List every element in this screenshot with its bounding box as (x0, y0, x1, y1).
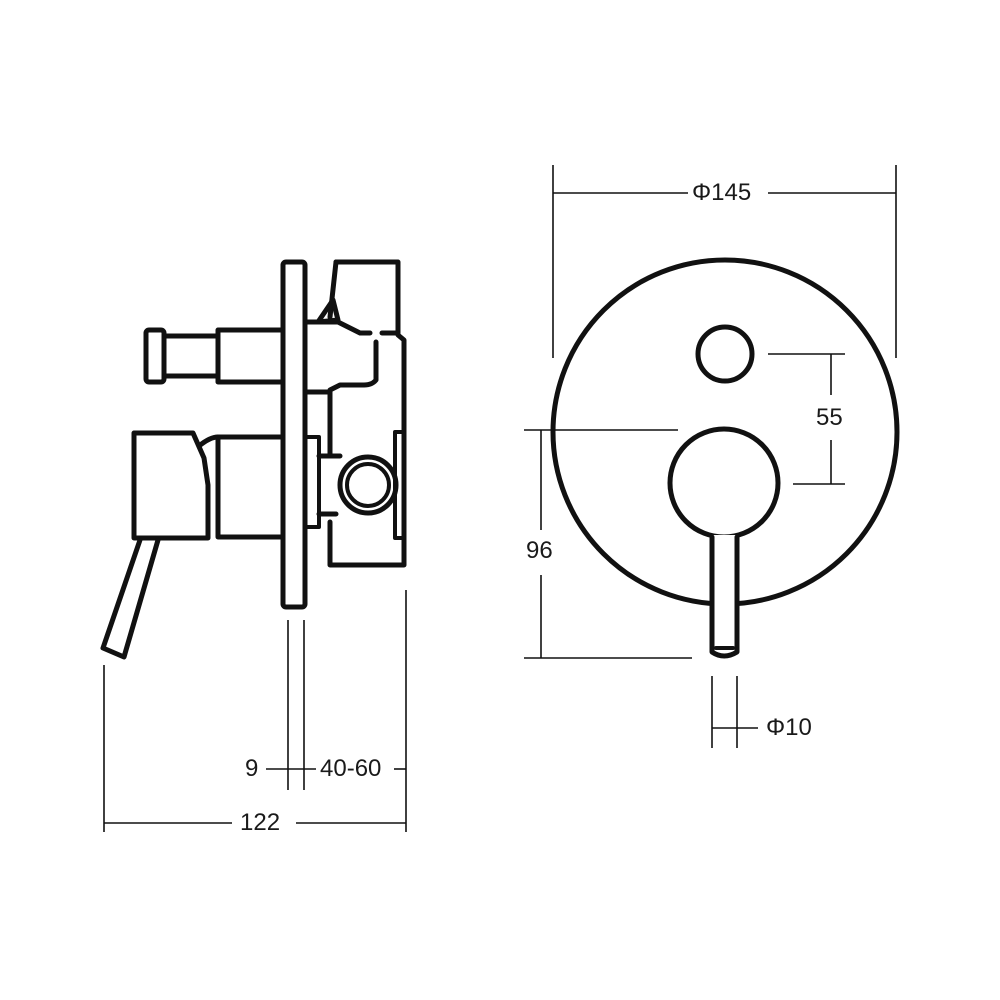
handle-sleeve (215, 434, 286, 540)
dim-plate-thickness: 9 (241, 756, 263, 782)
diverter-knob-front (695, 324, 755, 384)
dim-plate-diameter: Φ145 (688, 180, 756, 206)
dim-lever-diameter: Φ10 (762, 715, 816, 741)
handle-lever-side (100, 537, 161, 660)
diverter-knob-cap (143, 327, 167, 385)
flange (303, 435, 321, 529)
dim-wall-depth: 40-60 (316, 756, 386, 782)
dim-overall-depth: 122 (236, 810, 285, 836)
cover-plate-side (280, 259, 308, 610)
dim-diverter-to-handle: 55 (812, 405, 847, 431)
handle-lever-front (709, 534, 740, 659)
front-view (524, 165, 900, 748)
handle-body (131, 430, 211, 541)
side-view (100, 259, 407, 832)
valve-body (327, 259, 407, 568)
inlet-port-inner (345, 462, 391, 508)
dim-handle-drop: 96 (522, 538, 557, 564)
diverter-stem (215, 327, 286, 385)
handle-hub-front (667, 426, 781, 540)
